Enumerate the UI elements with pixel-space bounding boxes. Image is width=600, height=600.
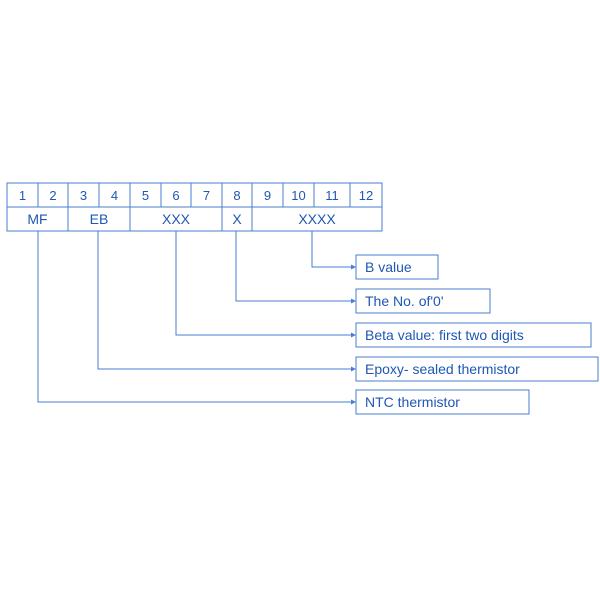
code-group-label: EB [90, 211, 109, 227]
position-cell [160, 182, 192, 208]
connector-line [175, 231, 353, 336]
code-group-label: MF [27, 211, 47, 227]
arrowhead [351, 399, 356, 405]
code-group-cell [67, 206, 131, 232]
description-box [355, 389, 530, 415]
position-cell [221, 182, 253, 208]
connector-line [235, 231, 353, 302]
description-label: B value [365, 259, 412, 275]
description-box [355, 356, 599, 382]
arrowhead [351, 366, 356, 372]
position-label: 9 [264, 188, 271, 203]
position-label: 6 [172, 188, 179, 203]
position-label: 4 [111, 188, 118, 203]
description-box [355, 322, 592, 348]
position-label: 5 [142, 188, 149, 203]
position-cell [349, 182, 383, 208]
connector-lines [37, 231, 356, 405]
position-cell [282, 182, 315, 208]
description-box [355, 288, 491, 314]
position-label: 10 [291, 188, 305, 203]
connector-line [311, 231, 353, 268]
description-label: Beta value: first two digits [365, 327, 524, 343]
position-label: 2 [49, 188, 56, 203]
connector-line [37, 231, 353, 403]
position-label: 3 [80, 188, 87, 203]
position-cell [6, 182, 39, 208]
description-label: NTC thermistor [365, 394, 460, 410]
connector-line [97, 231, 353, 370]
code-group-cell [251, 206, 383, 232]
arrowhead [351, 332, 356, 338]
code-group-label: XXX [162, 211, 191, 227]
arrowhead [351, 264, 356, 270]
description-box [355, 254, 439, 280]
code-group-label: X [232, 211, 242, 227]
description-label: The No. of'0' [365, 293, 444, 309]
description-label: Epoxy- sealed thermistor [365, 361, 520, 377]
code-group-label: XXXX [298, 211, 336, 227]
position-label: 8 [233, 188, 240, 203]
position-label: 12 [359, 188, 373, 203]
position-label: 11 [325, 188, 339, 203]
position-label: 1 [19, 188, 26, 203]
arrowhead [351, 298, 356, 304]
position-label: 7 [203, 188, 210, 203]
code-group-cell [221, 206, 253, 232]
